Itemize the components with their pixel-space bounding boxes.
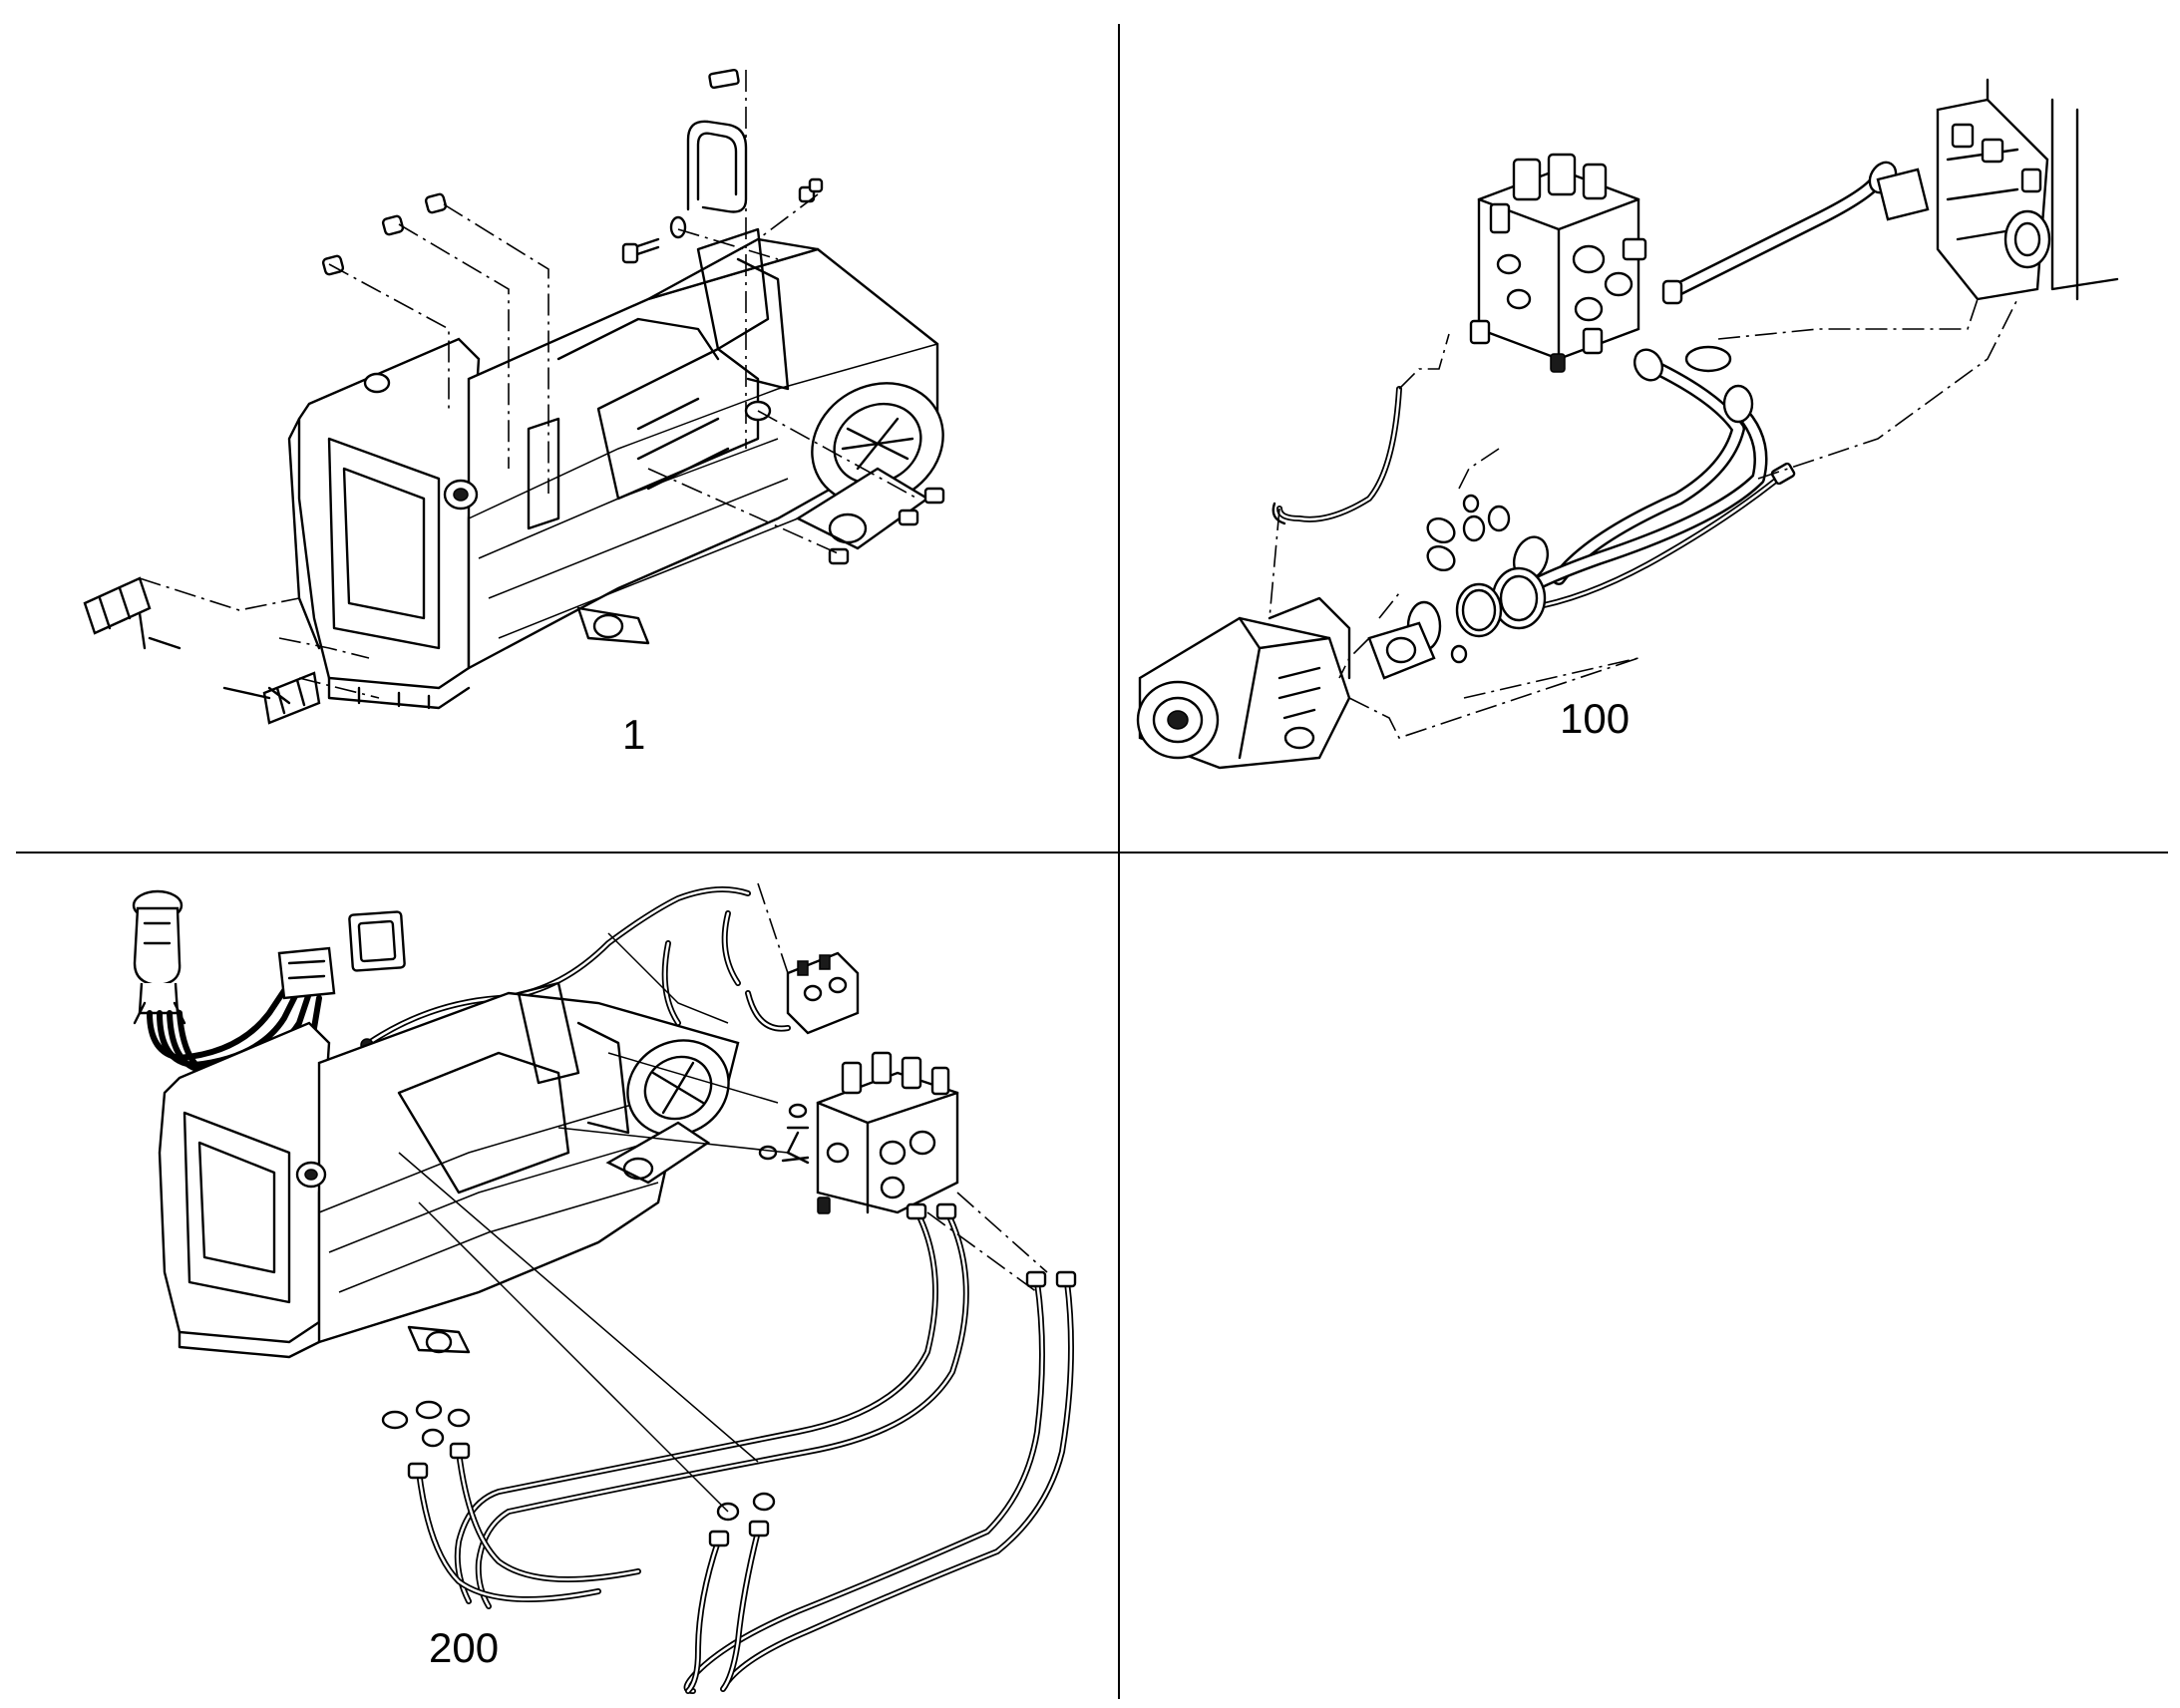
main-frame-part [287, 227, 944, 710]
panel-label-joystick-hoses: 200 [429, 1624, 500, 1671]
pump-leader-lines [1269, 298, 2018, 739]
joystick-hoses-exploded-view [132, 882, 1077, 1694]
frame-assembly [158, 981, 740, 1359]
panel-label-frame: 1 [622, 711, 646, 758]
pilot-valve-block [786, 951, 860, 1035]
pilot-hose-long [360, 886, 791, 1052]
panel-empty [1120, 854, 2180, 1708]
seal-fittings [1367, 494, 1547, 680]
tank-valve-assembly [1876, 78, 2119, 301]
joystick-leader-lines [398, 882, 1048, 1513]
horizontal-divider [16, 852, 2168, 854]
frame-exploded-view [83, 68, 945, 725]
main-valve-block [758, 1051, 959, 1214]
mounting-gasket [348, 910, 406, 972]
hydraulic-hoses [407, 1202, 1077, 1694]
hose-fittings [381, 1400, 776, 1522]
vertical-divider [1118, 24, 1120, 1699]
panel-joystick-hoses[interactable]: 200 [0, 854, 1117, 1708]
panel-label-pump-and-valve: 100 [1560, 695, 1631, 742]
hydraulic-pump [1136, 596, 1351, 770]
panel-frame[interactable]: 1 [0, 0, 1117, 851]
pump-valve-exploded-view [1136, 78, 2119, 770]
control-valve-block [1469, 153, 1647, 373]
panel-pump-and-valve[interactable]: 100 [1120, 0, 2180, 851]
leader-lines [139, 70, 918, 699]
small-fasteners [83, 68, 945, 725]
